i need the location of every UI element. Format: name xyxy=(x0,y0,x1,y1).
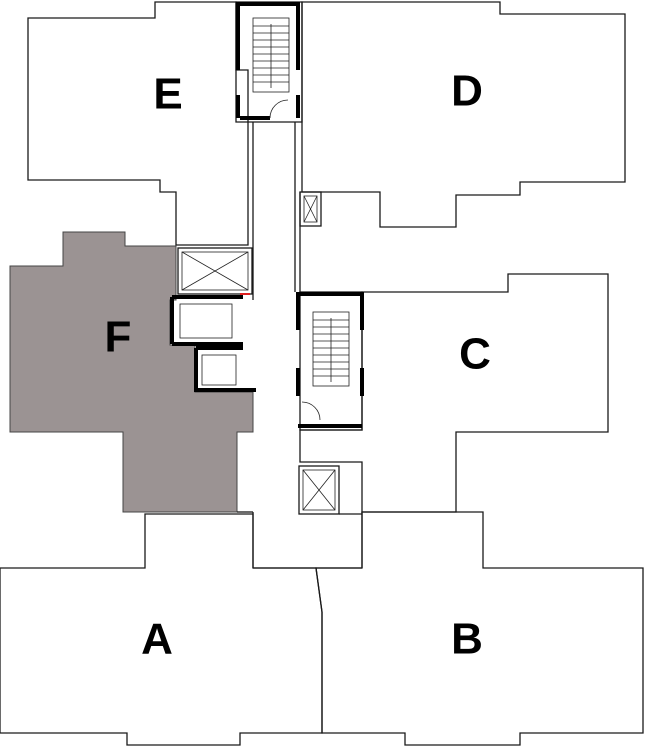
unit-d[interactable]: D xyxy=(301,1,626,228)
elevator-lower xyxy=(194,346,256,392)
lower-lobby xyxy=(237,511,363,569)
unit-a-outline xyxy=(0,513,323,746)
lower-stair-treads xyxy=(313,319,349,377)
unit-c-label: C xyxy=(459,330,491,379)
unit-e-label: E xyxy=(153,70,182,119)
unit-b[interactable]: B xyxy=(315,511,644,746)
unit-e-outline xyxy=(27,1,249,246)
lower-stair-door-swing xyxy=(301,401,321,421)
shaft-d xyxy=(299,191,322,227)
unit-a-label: A xyxy=(141,615,173,664)
unit-c-outline xyxy=(299,273,609,513)
unit-e[interactable]: E xyxy=(27,1,249,246)
upper-stair-enclosure xyxy=(235,1,303,123)
upper-stair-treads xyxy=(253,25,289,83)
shaft-c xyxy=(298,465,340,515)
elevator-upper xyxy=(170,295,243,346)
unit-d-outline xyxy=(301,1,626,228)
unit-f-label: F xyxy=(105,313,132,362)
unit-d-label: D xyxy=(451,67,483,116)
shaft-f xyxy=(177,247,253,295)
unit-b-label: B xyxy=(451,615,483,664)
unit-f[interactable]: F xyxy=(9,231,254,513)
unit-a[interactable]: A xyxy=(0,513,323,746)
unit-f-fill xyxy=(9,231,254,513)
lower-stair-core xyxy=(296,291,364,431)
upper-stair-core xyxy=(235,1,303,123)
upper-stair-door-swing xyxy=(269,99,289,119)
corridor xyxy=(252,122,301,300)
unit-c[interactable]: C xyxy=(299,273,609,513)
unit-b-outline xyxy=(315,511,644,746)
